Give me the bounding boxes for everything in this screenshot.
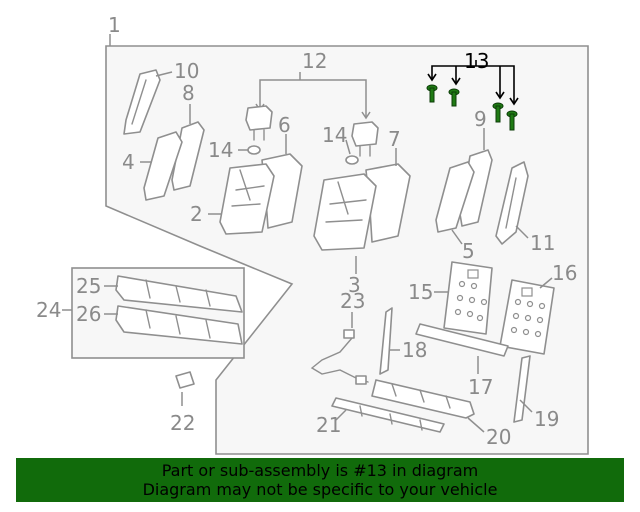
part-13-fasteners — [426, 84, 518, 131]
callout-16: 16 — [552, 261, 577, 285]
callout-18: 18 — [402, 338, 427, 362]
callout-2: 2 — [190, 202, 203, 226]
leader-12 — [259, 72, 367, 118]
assembly-outline — [105, 45, 589, 455]
leader-11 — [515, 225, 529, 239]
callout-6: 6 — [278, 113, 291, 137]
callout-13: 13 — [464, 49, 489, 73]
guide-clip-right — [345, 155, 359, 165]
diagram-notice-banner: Part or sub-assembly is #13 in diagram D… — [16, 458, 624, 502]
callout-22: 22 — [170, 411, 195, 435]
callout-10: 10 — [174, 59, 199, 83]
part-18-shape — [379, 307, 393, 375]
callout-26: 26 — [76, 302, 101, 326]
callout-11: 11 — [530, 231, 555, 255]
banner-line-2: Diagram may not be specific to your vehi… — [142, 480, 498, 499]
callout-8: 8 — [182, 81, 195, 105]
headrest-right-shape — [351, 121, 379, 147]
callout-25: 25 — [76, 274, 101, 298]
part-23-shape — [310, 337, 369, 383]
part-2-shape — [219, 163, 275, 235]
callout-19: 19 — [534, 407, 559, 431]
callout-12: 12 — [302, 49, 327, 73]
leader-14b — [345, 139, 351, 155]
callout-24: 24 — [36, 298, 61, 322]
callout-14a: 14 — [208, 138, 233, 162]
part-17-shape — [415, 323, 509, 357]
leader-13 — [431, 60, 515, 104]
callout-20: 20 — [486, 425, 511, 449]
callout-4: 4 — [122, 150, 135, 174]
part-3-shape — [313, 173, 377, 251]
guide-clip-left — [247, 145, 261, 155]
callout-14b: 14 — [322, 123, 347, 147]
callout-15: 15 — [408, 280, 433, 304]
callout-23: 23 — [340, 289, 365, 313]
callout-5: 5 — [462, 239, 475, 263]
part-22-shape — [175, 371, 195, 389]
callout-21: 21 — [316, 413, 341, 437]
part-11-shape — [495, 161, 529, 245]
headrest-left-shape — [245, 105, 273, 131]
part-4-shape — [143, 131, 183, 201]
part-19-shape — [513, 355, 531, 423]
leader-16 — [539, 277, 553, 289]
leader-19 — [519, 399, 533, 413]
part-10-shape — [123, 69, 161, 135]
callout-3: 3 — [348, 273, 361, 297]
leader-10 — [155, 71, 173, 77]
callout-7: 7 — [388, 127, 401, 151]
leader-21 — [335, 409, 347, 421]
callout-1: 1 — [108, 13, 121, 37]
callout-9: 9 — [474, 107, 487, 131]
leader-20 — [467, 417, 485, 433]
leader-5 — [451, 229, 463, 245]
banner-line-1: Part or sub-assembly is #13 in diagram — [161, 461, 479, 480]
part-5-shape — [435, 161, 475, 233]
callout-17: 17 — [468, 375, 493, 399]
